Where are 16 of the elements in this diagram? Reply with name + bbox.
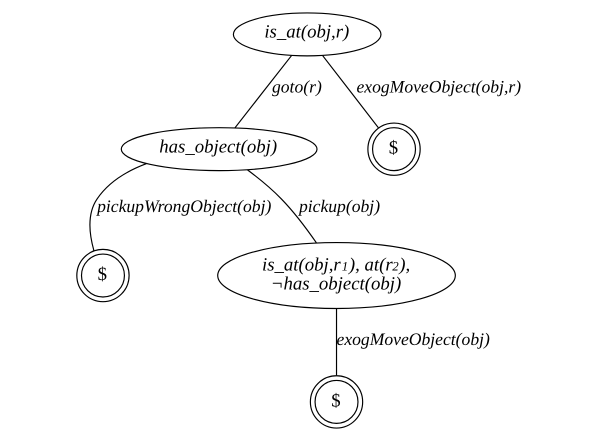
connector (234, 55, 292, 128)
connector (336, 308, 338, 376)
edge-label: pickupWrongObject(obj) (97, 196, 272, 216)
edge-label: exogMoveObject(obj) (336, 329, 490, 350)
node-circle: $ (310, 375, 364, 429)
node-ellipse: has_object(obj) (120, 127, 318, 172)
node-ellipse: is_at(obj,r) (232, 12, 382, 56)
connector (89, 163, 146, 251)
edge-label: goto(r) (272, 76, 322, 96)
node-circle: $ (367, 122, 421, 176)
edge-label: pickup(obj) (298, 196, 380, 216)
connector (322, 55, 379, 128)
node-circle: $ (76, 248, 130, 302)
edge-label: exogMoveObject(obj,r) (356, 76, 522, 96)
node-ellipse: is_at(obj,r1), at(r2), ¬has_object(obj) (217, 242, 456, 310)
connector (247, 169, 317, 244)
